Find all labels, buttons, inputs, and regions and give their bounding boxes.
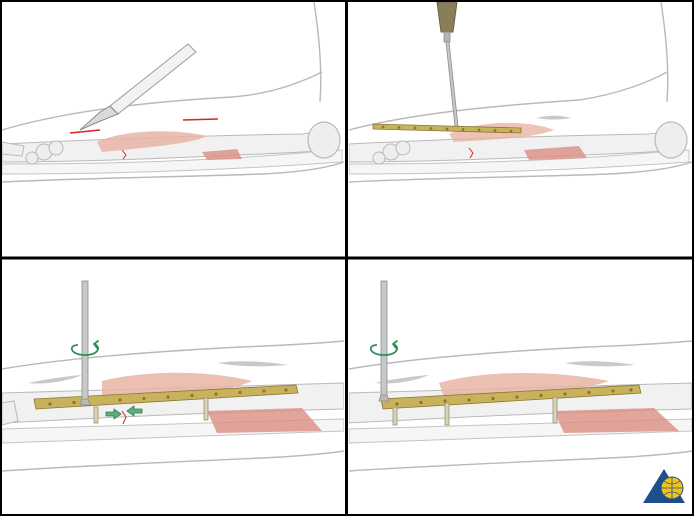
panel-1-incision	[2, 2, 344, 255]
arm-outline-upper	[349, 340, 692, 370]
plate-holder-icon	[436, 2, 459, 127]
arm-outline-lower	[2, 450, 344, 472]
skin-opening	[537, 115, 571, 120]
scalpel-icon	[79, 43, 197, 131]
screwdriver-icon	[79, 280, 91, 406]
elbow-outline	[660, 2, 669, 103]
skin-opening-right	[565, 361, 635, 367]
panel-2-plate-insertion	[349, 2, 692, 255]
elbow-outline	[313, 2, 322, 103]
muscle-deep	[554, 408, 679, 433]
muscle-deep	[207, 408, 322, 433]
skin-opening-right	[218, 361, 288, 367]
panel-1-drawing	[2, 2, 344, 183]
panel-4-screw-fixation	[349, 261, 692, 514]
incision-mark-distal	[69, 129, 101, 134]
panel-3-drawing	[2, 280, 344, 472]
panel-4-drawing	[349, 280, 692, 503]
elbow-joint	[654, 121, 688, 159]
arm-outline-upper	[349, 71, 668, 131]
elbow-joint	[307, 121, 341, 159]
ao-foundation-logo	[643, 469, 685, 503]
arm-outline-upper	[2, 340, 344, 370]
arm-outline-lower	[349, 450, 692, 472]
panel-3-compression	[2, 261, 344, 514]
skin-opening-left	[28, 375, 82, 384]
incision-mark-proximal	[182, 118, 219, 121]
panel-2-drawing	[349, 2, 692, 183]
arm-outline-upper	[2, 71, 323, 131]
